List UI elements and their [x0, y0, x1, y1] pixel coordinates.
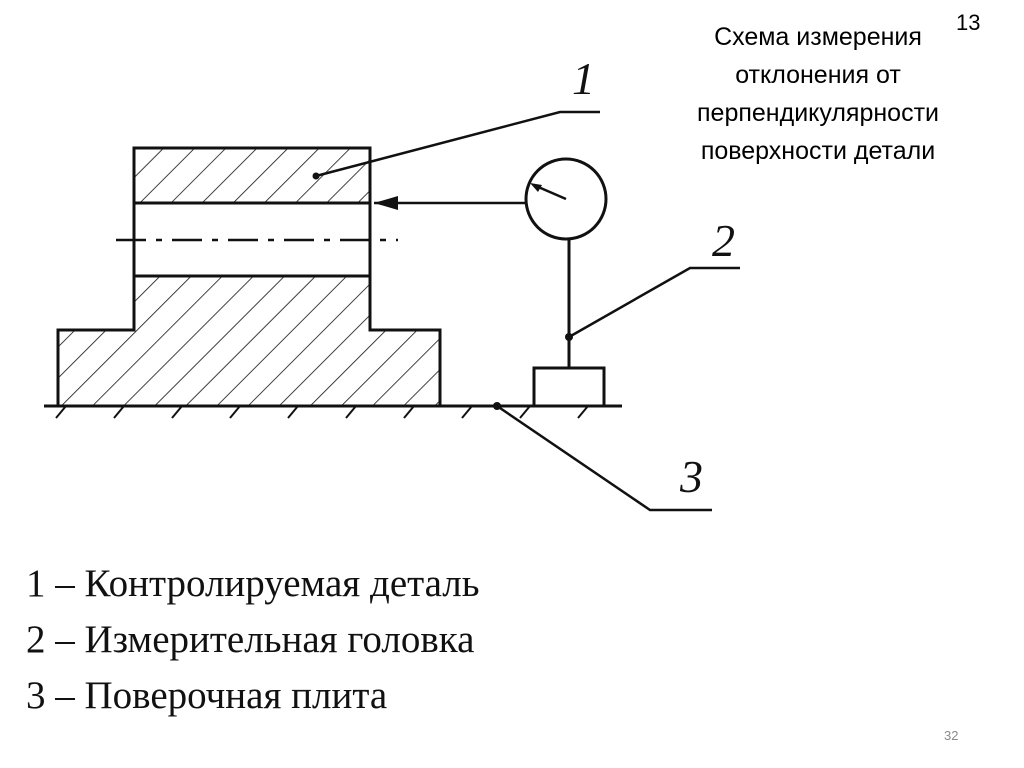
surface-plate-hatch [55, 405, 589, 419]
slide-title: Схема измерения отклонения от перпендику… [648, 18, 988, 170]
indicator-stand-base [532, 366, 606, 408]
title-line: Схема измерения [714, 23, 922, 51]
title-line: отклонения от [735, 61, 901, 89]
legend-item: 1 – Контролируемая деталь [26, 562, 480, 605]
measuring-tip-arrow-icon [374, 196, 398, 210]
slide-number-bottom: 32 [944, 728, 959, 743]
diagram-legend: 1 – Контролируемая деталь 2 – Измеритель… [26, 556, 726, 724]
slide-number-top: 13 [956, 10, 981, 35]
part-base [56, 274, 442, 408]
leader-line-3 [496, 404, 712, 512]
callout-1: 1 [572, 53, 595, 104]
legend-item: 2 – Измерительная головка [26, 618, 475, 661]
title-line: поверхности детали [700, 137, 936, 165]
title-line: перпендикулярности [697, 99, 939, 127]
leader-line-2 [568, 266, 740, 339]
callout-2: 2 [712, 215, 735, 266]
part-top-block [132, 146, 372, 205]
dial-needle-arrow-icon [530, 183, 542, 192]
legend-item: 3 – Поверочная плита [26, 674, 388, 717]
leader-line-1 [315, 110, 600, 178]
dial-needle [535, 184, 567, 201]
callout-3: 3 [679, 451, 703, 502]
